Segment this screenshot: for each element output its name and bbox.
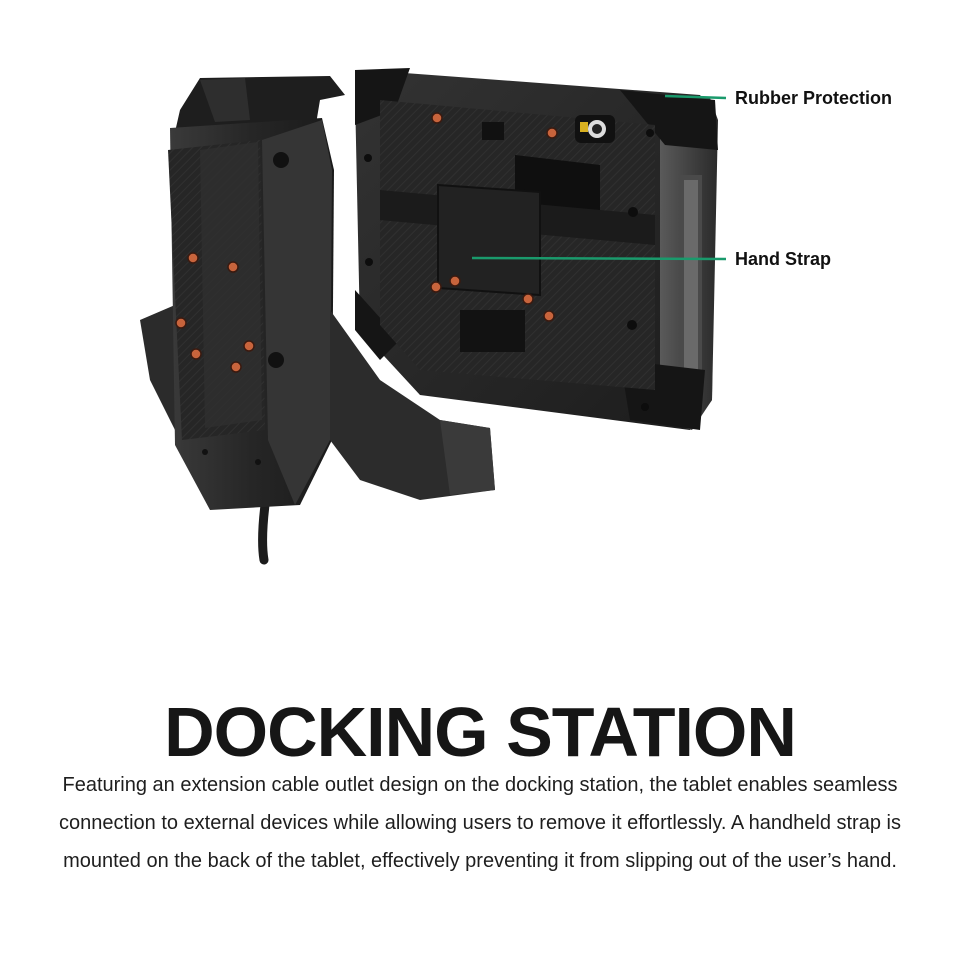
headline: DOCKING STATION — [164, 692, 797, 771]
description-paragraph: Featuring an extension cable outlet desi… — [20, 766, 940, 880]
rugged-tablet — [355, 68, 718, 430]
screw-holes — [175, 252, 255, 373]
description-line: mounted on the back of the tablet, effec… — [63, 850, 897, 872]
docking-cradle — [140, 76, 495, 565]
hand-strap-pad — [437, 183, 541, 297]
product-photo — [140, 68, 727, 565]
rubber-protection-label: Rubber Protection — [735, 88, 893, 108]
hand-strap-label: Hand Strap — [735, 249, 832, 269]
rubber-protection-leader — [664, 94, 727, 100]
description-line: Featuring an extension cable outlet desi… — [62, 774, 898, 796]
rubber-corner-bumpers — [355, 68, 718, 430]
extension-cable — [258, 500, 270, 565]
description-line: connection to external devices while all… — [59, 812, 901, 834]
hand-strap-leader — [471, 256, 727, 261]
